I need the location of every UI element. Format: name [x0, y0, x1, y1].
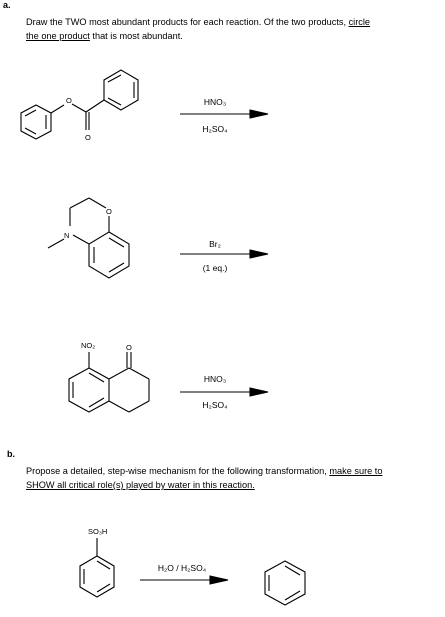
- part-a-instructions-line2: the one product that is most abundant.: [26, 29, 183, 43]
- reaction1-atom-o1: O: [66, 96, 72, 105]
- part-a-label: a.: [3, 0, 11, 10]
- reaction2-atom-o: O: [106, 207, 112, 216]
- part-b-instructions-line1: Propose a detailed, step-wise mechanism …: [26, 464, 382, 478]
- reaction3-reagent-top: HNO₃: [203, 374, 227, 384]
- part-a-instr-one-product: the one product: [26, 31, 90, 41]
- part-b-instr-show: SHOW all critical role(s) played by wate…: [26, 480, 255, 490]
- part-a-instr-text: Draw the TWO most abundant products for …: [26, 17, 349, 27]
- reaction3-atom-no2: NO₂: [81, 341, 95, 350]
- part-a-instructions-line1: Draw the TWO most abundant products for …: [26, 15, 370, 29]
- reaction4-reagent: H₂O / H₂SO₄: [157, 563, 207, 573]
- part-a-instr-circle: circle: [348, 17, 371, 27]
- reaction3-atom-o: O: [126, 343, 132, 352]
- reaction1-atom-o2: O: [85, 133, 91, 142]
- reaction2-reagent-bottom: (1 eq.): [202, 263, 228, 273]
- part-b-instr-make-sure: make sure to: [329, 466, 383, 476]
- part-b-instructions-line2: SHOW all critical role(s) played by wate…: [26, 478, 255, 492]
- reaction4-atom-so3h: SO₃H: [88, 527, 107, 536]
- part-a-instr-tail: that is most abundant.: [89, 31, 183, 41]
- reaction3-reagent-bottom: H₂SO₄: [202, 400, 228, 410]
- reaction2-atom-n: N: [64, 231, 69, 240]
- part-b-instr-text: Propose a detailed, step-wise mechanism …: [26, 466, 330, 476]
- reaction1-reagent-top: HNO₃: [203, 97, 227, 107]
- reaction1-reagent-bottom: H₂SO₄: [202, 124, 228, 134]
- reaction2-reagent-top: Br₂: [209, 239, 221, 249]
- part-b-label: b.: [7, 449, 15, 459]
